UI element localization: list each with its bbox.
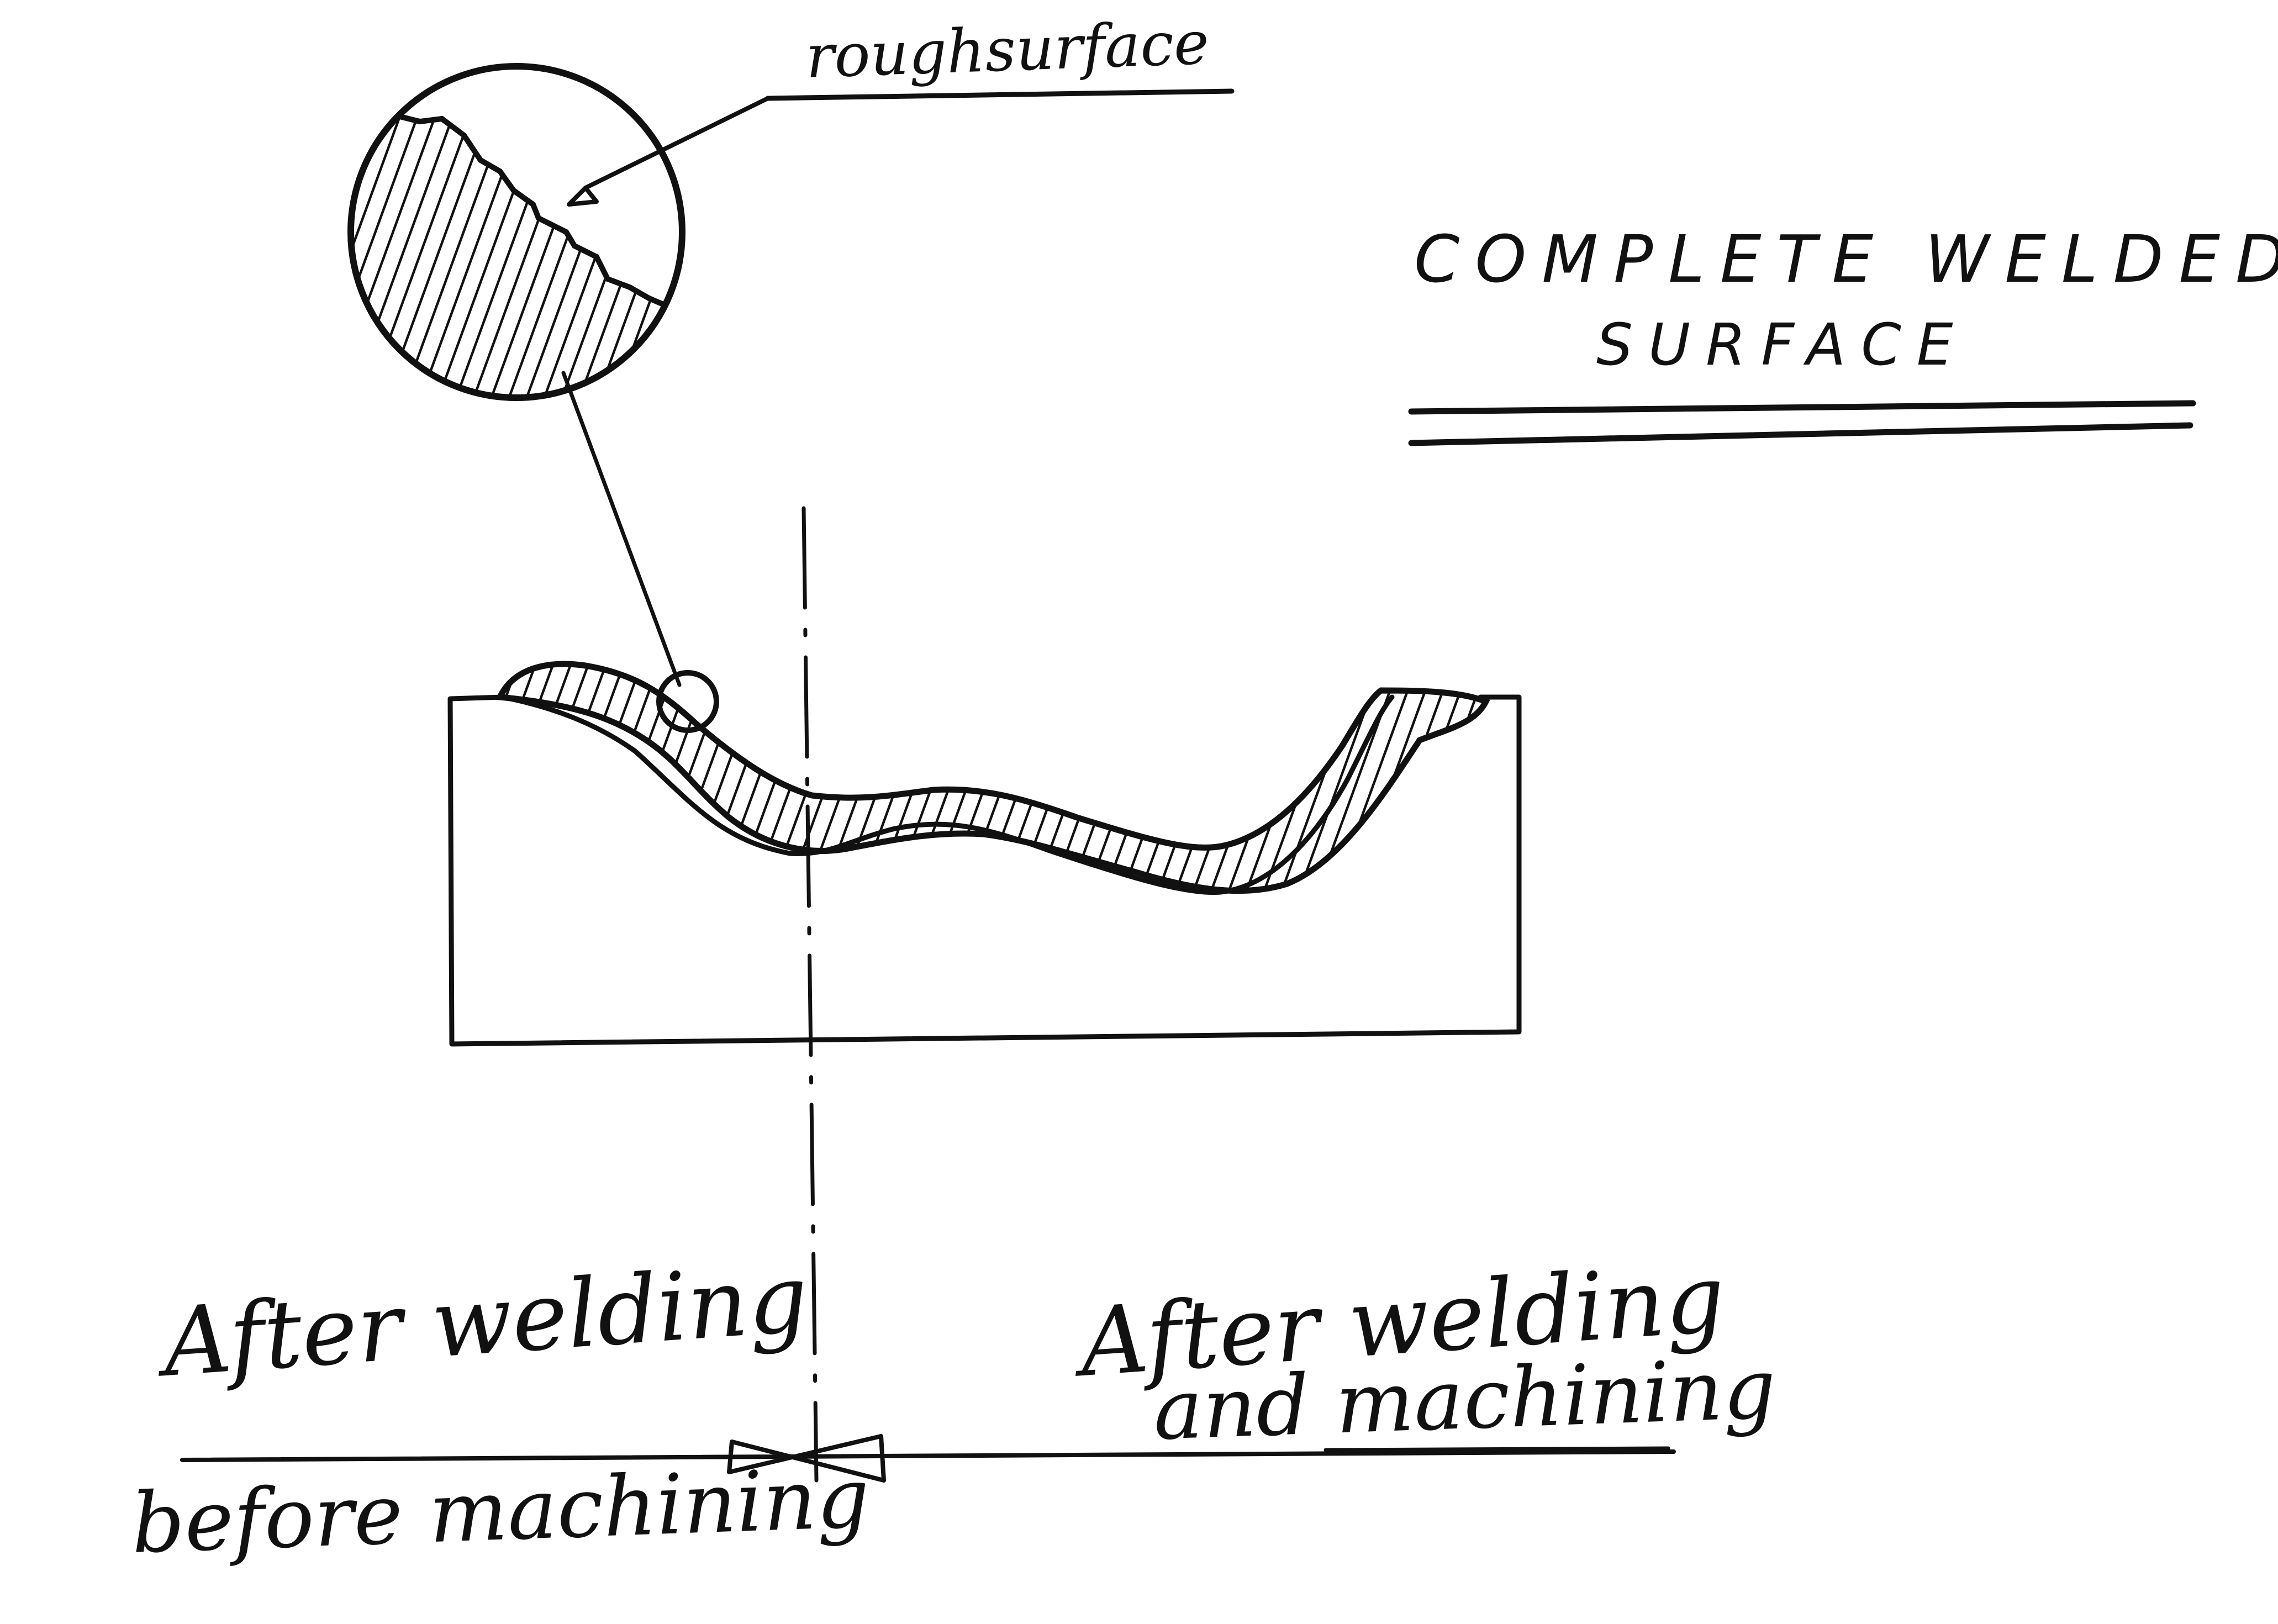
and-machining-label: and machining bbox=[1152, 1341, 1778, 1459]
before-machining-label: before machining bbox=[130, 1450, 871, 1572]
and-machining-underline bbox=[1323, 1446, 1670, 1452]
weld-bead-hatch bbox=[495, 661, 1490, 894]
block-outline bbox=[447, 694, 1522, 1047]
title-underline bbox=[1408, 400, 2196, 446]
detail-leader-line bbox=[561, 371, 682, 687]
title-line-2: SURFACE bbox=[1596, 311, 1969, 378]
baseline-marker bbox=[180, 1434, 1676, 1483]
rough-surface-callout bbox=[567, 88, 1235, 207]
rough-surface-label: roughsurface bbox=[805, 9, 1210, 92]
magnified-detail bbox=[347, 63, 685, 401]
detail-circle bbox=[656, 670, 719, 733]
after-welding-left-label: After welding bbox=[152, 1244, 811, 1399]
center-line bbox=[801, 506, 819, 1483]
title-line-1: COMPLETE WELDED bbox=[1414, 221, 2278, 297]
magnified-circle bbox=[347, 63, 685, 401]
magnified-weld-hatch bbox=[351, 110, 682, 398]
